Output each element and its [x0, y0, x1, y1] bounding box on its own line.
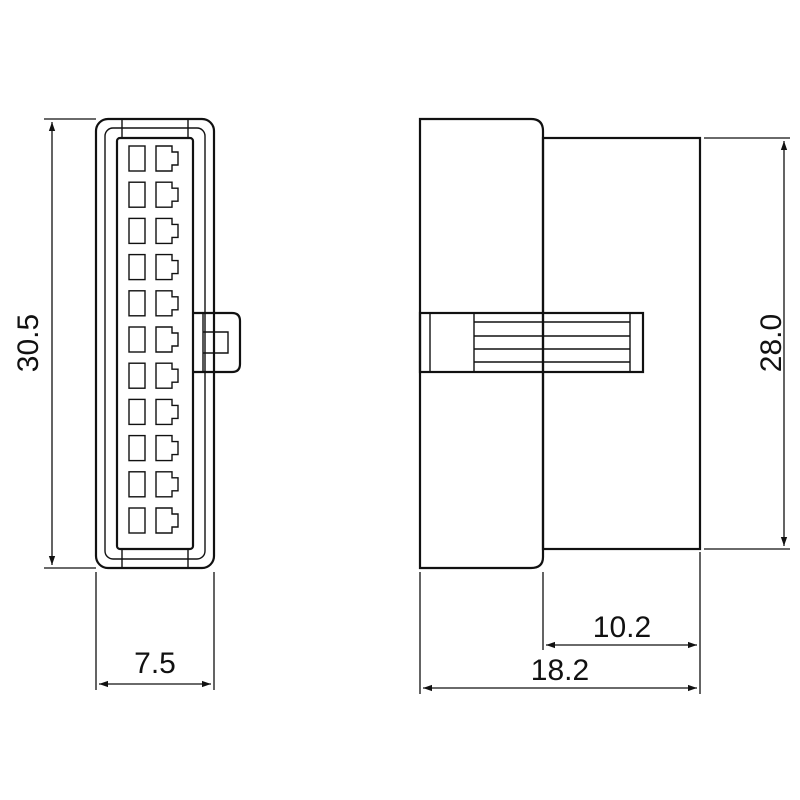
cavity-keyed [155, 326, 179, 353]
cavity-keyed [155, 362, 179, 389]
front-width-label: 7.5 [134, 647, 176, 680]
cavity-square [128, 290, 146, 317]
cavity-grid [128, 145, 179, 534]
cavity-square [128, 507, 146, 534]
cavity-square [128, 326, 146, 353]
side-total-depth-label: 18.2 [531, 654, 589, 687]
front-height-dimension: 30.5 [12, 118, 96, 569]
front-view [94, 117, 242, 570]
cavity-keyed [155, 398, 179, 426]
cavity-keyed [155, 507, 179, 534]
cavity-keyed [155, 217, 179, 245]
cavity-keyed [155, 471, 179, 498]
front-inner-wall-1 [104, 127, 206, 560]
cavity-square [128, 145, 146, 172]
front-latch-inner [202, 313, 229, 372]
cavity-square [128, 217, 146, 245]
side-total-depth-dimension: 18.2 [419, 572, 697, 694]
cavity-keyed [155, 181, 179, 208]
side-inner-depth-label: 10.2 [593, 611, 651, 644]
cavity-square [128, 253, 146, 281]
cavity-square [128, 398, 146, 426]
side-latch [418, 311, 645, 374]
cavity-square [128, 434, 146, 462]
front-width-dimension: 7.5 [95, 572, 215, 690]
cavity-square [128, 181, 146, 208]
side-inner-depth-dimension: 10.2 [542, 552, 701, 694]
cavity-keyed [155, 253, 179, 281]
cavity-square [128, 362, 146, 389]
side-height-dimension: 28.0 [704, 137, 790, 550]
cavity-keyed [155, 145, 179, 172]
front-latch [193, 311, 242, 374]
side-view [418, 117, 702, 570]
front-outer-housing [94, 117, 216, 570]
cavity-square [128, 471, 146, 498]
front-height-label: 30.5 [12, 314, 45, 372]
front-inner-wall-2 [115, 136, 195, 551]
side-body-rear [541, 136, 702, 551]
side-height-label: 28.0 [755, 314, 788, 372]
cavity-keyed [155, 290, 179, 317]
cavity-keyed [155, 434, 179, 462]
side-body-front [418, 117, 545, 570]
